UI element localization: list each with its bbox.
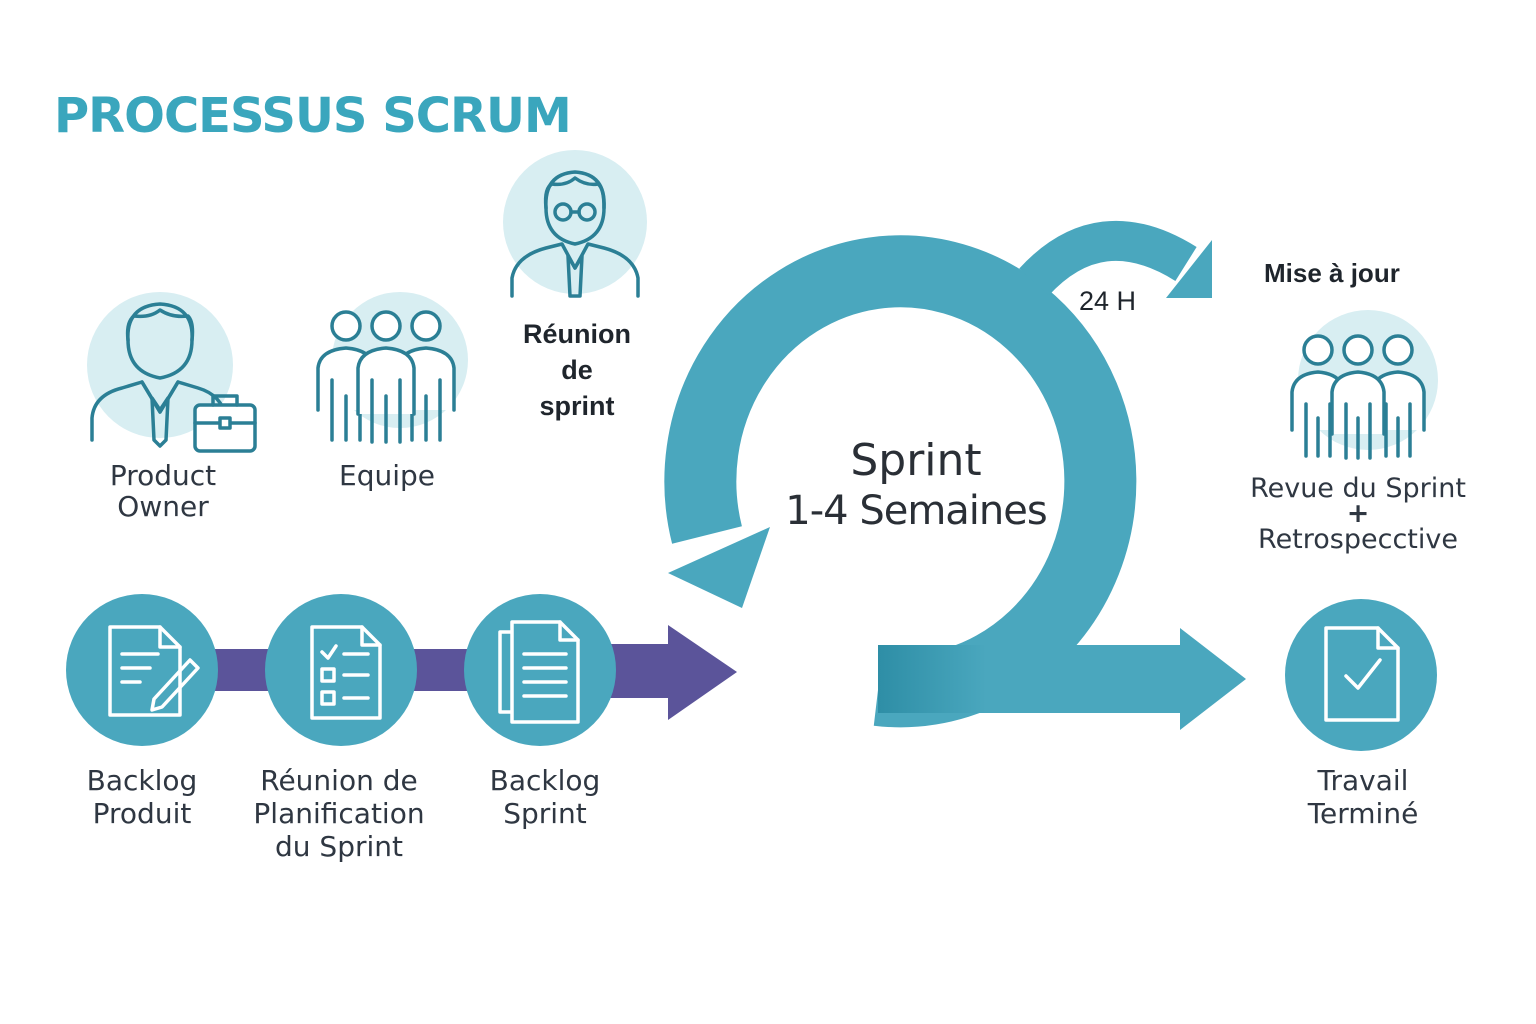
step-backlog-produit-icon xyxy=(66,594,218,746)
sprint-meeting-label: Réunion de sprint xyxy=(523,319,631,421)
scrum-master-icon xyxy=(503,150,647,298)
step-backlog-sprint-icon xyxy=(464,594,616,746)
review-plus: + xyxy=(1346,498,1370,529)
done-icon xyxy=(1285,599,1437,751)
product-owner-icon xyxy=(87,292,257,453)
review-line-2: Retrospecctive xyxy=(1258,524,1458,555)
sprint-title: Sprint xyxy=(850,435,982,486)
daily-interval-label: 24 H xyxy=(1079,286,1137,316)
review-line-1: Revue du Sprint xyxy=(1250,473,1466,504)
daily-cycle-arrow xyxy=(1019,220,1212,298)
review-team-icon xyxy=(1290,310,1438,460)
sprint-duration: 1-4 Semaines xyxy=(785,488,1047,534)
step-backlog-sprint-label: Backlog Sprint xyxy=(489,764,601,830)
team-icon xyxy=(316,292,468,444)
review-label: Revue du Sprint + Retrospecctive xyxy=(1208,474,1508,554)
team-label: Equipe xyxy=(339,459,435,492)
done-label: Travail Terminé xyxy=(1307,764,1419,830)
step-planification-label: Réunion de Planification du Sprint xyxy=(253,764,425,863)
page-title: PROCESSUS SCRUM xyxy=(54,88,572,144)
step-planification-icon xyxy=(265,594,417,746)
product-owner-label: Product Owner xyxy=(109,459,217,523)
sprint-label: Sprint 1-4 Semaines xyxy=(756,436,1076,536)
update-label: Mise à jour xyxy=(1264,258,1400,288)
step-backlog-produit-label: Backlog Produit xyxy=(86,764,198,830)
sprint-cycle-arrow xyxy=(664,235,1137,728)
output-arrow xyxy=(878,628,1246,730)
